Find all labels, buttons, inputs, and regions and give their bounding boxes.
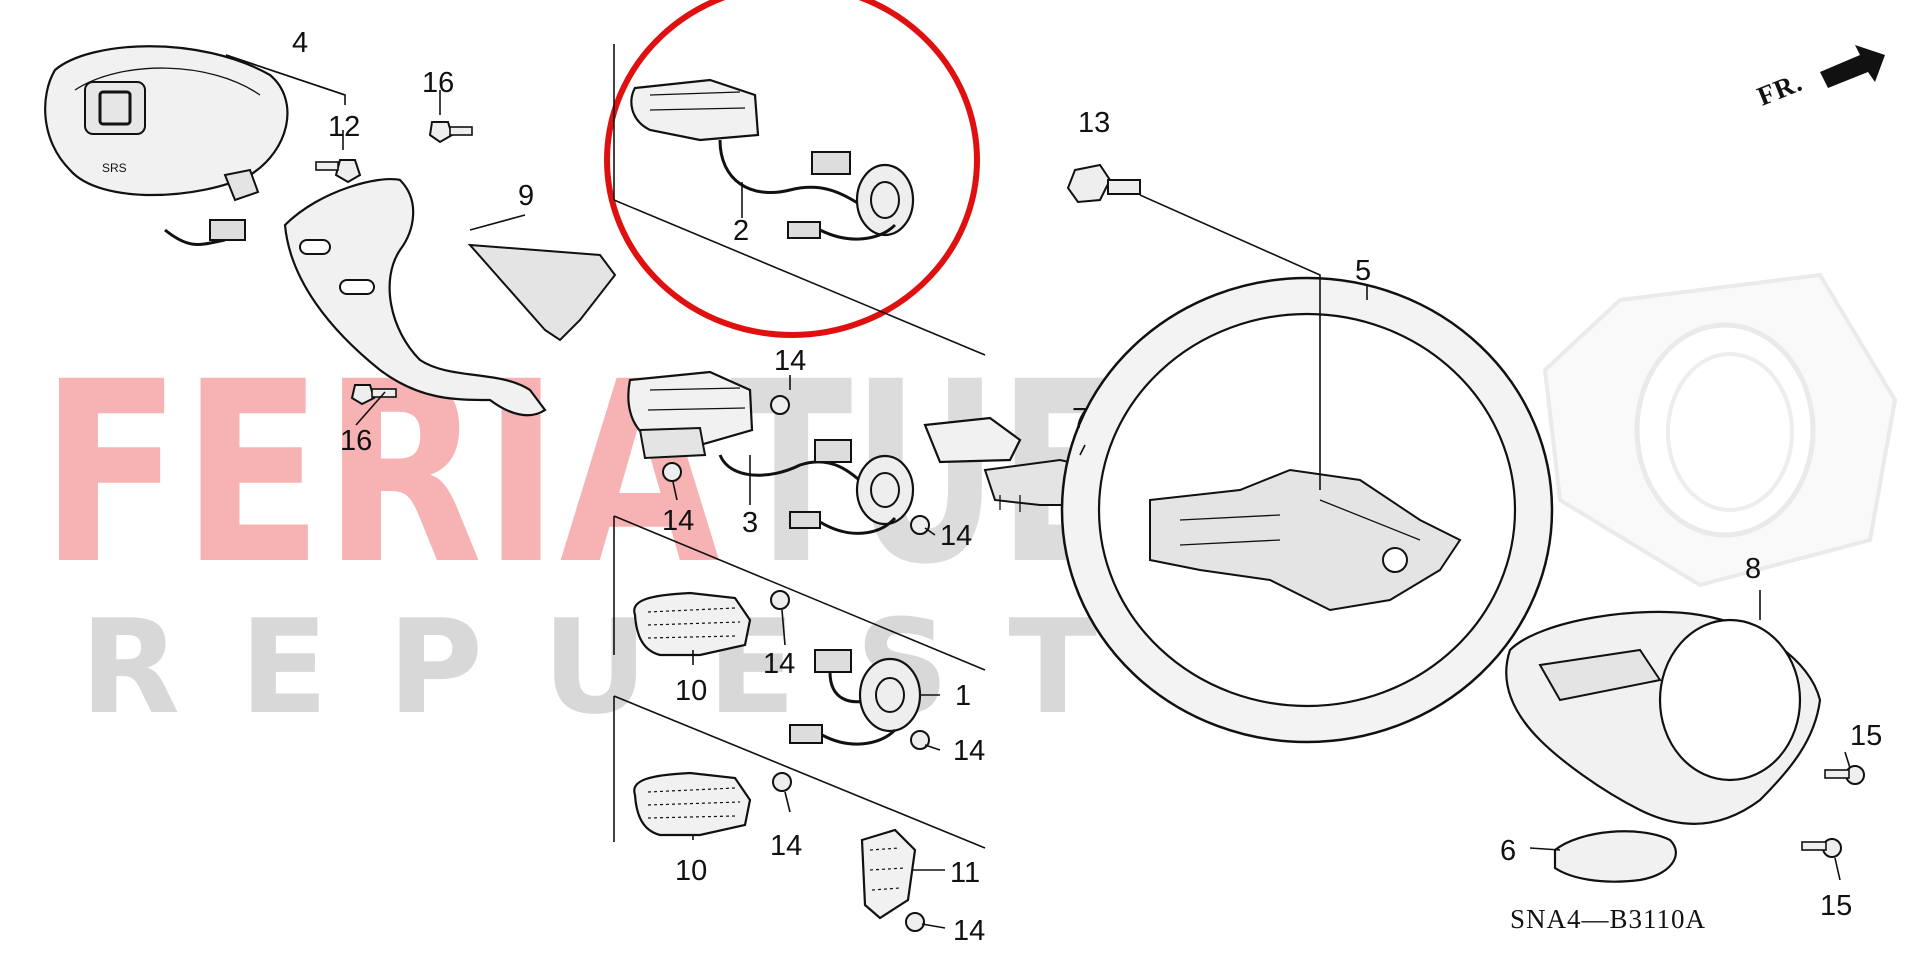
callout-16-lower: 16 — [340, 425, 372, 457]
callout-13: 13 — [1078, 107, 1110, 139]
callout-15-upper: 15 — [1850, 720, 1882, 752]
screw-15-upper-icon[interactable] — [1824, 765, 1865, 785]
watermark-feria: FERIA — [40, 328, 720, 619]
cable-reel-part-1[interactable] — [789, 649, 922, 746]
front-label: FR. — [1753, 67, 1807, 112]
callout-10-lower: 10 — [675, 855, 707, 887]
airbag-module-part[interactable]: SRS — [44, 45, 289, 246]
highlight-circle — [604, 0, 980, 338]
steering-wheel-part-5[interactable] — [1060, 276, 1554, 744]
back-cover-part[interactable] — [283, 178, 617, 417]
front-arrow-icon — [1820, 45, 1885, 88]
switch-assembly-part-2[interactable] — [630, 78, 915, 241]
screw-16-upper-icon[interactable] — [428, 121, 473, 144]
callout-10-upper: 10 — [675, 675, 707, 707]
callout-16-upper: 16 — [422, 67, 454, 99]
nut-watermark-icon — [1542, 272, 1898, 588]
callout-5: 5 — [1355, 255, 1371, 287]
screw-14-a-icon[interactable] — [770, 395, 790, 415]
callout-9: 9 — [518, 180, 534, 212]
callout-14-b: 14 — [662, 505, 694, 537]
leader-lines — [225, 54, 1851, 929]
callout-11: 11 — [950, 857, 980, 889]
screw-14-b-icon[interactable] — [662, 462, 682, 482]
callout-6: 6 — [1500, 835, 1516, 867]
boundary-lines — [613, 44, 986, 849]
callout-3: 3 — [742, 507, 758, 539]
switch-part-10-upper[interactable] — [633, 591, 752, 657]
switch-part-11[interactable] — [860, 828, 917, 920]
cover-part-6[interactable] — [1553, 830, 1677, 883]
screw-14-e-icon[interactable] — [910, 730, 930, 750]
screw-14-f-icon[interactable] — [772, 772, 792, 792]
callout-14-f: 14 — [770, 830, 802, 862]
screw-14-c-icon[interactable] — [910, 515, 930, 535]
switch-part-10-lower[interactable] — [633, 771, 752, 837]
callout-15-lower: 15 — [1820, 890, 1852, 922]
callout-14-e: 14 — [953, 735, 985, 767]
diagram-code: SNA4—B3110A — [1510, 904, 1706, 934]
callout-14-c: 14 — [940, 520, 972, 552]
callout-1: 1 — [955, 680, 971, 712]
callout-14-d: 14 — [763, 648, 795, 680]
screw-12-icon[interactable] — [315, 159, 362, 184]
callout-14-a: 14 — [774, 345, 806, 377]
callout-8: 8 — [1745, 553, 1761, 585]
callout-12: 12 — [328, 111, 360, 143]
callout-labels: 4 12 16 9 16 2 14 14 3 14 7 13 5 14 10 1… — [292, 27, 1882, 947]
screw-14-d-icon[interactable] — [770, 590, 790, 610]
switch-assembly-part-3[interactable] — [627, 370, 915, 535]
callout-4: 4 — [292, 27, 308, 59]
callout-7: 7 — [1072, 403, 1088, 435]
callout-14-g: 14 — [953, 915, 985, 947]
bolt-part-13[interactable] — [1066, 163, 1141, 204]
front-direction-indicator: FR. — [1753, 45, 1885, 112]
screw-14-g-icon[interactable] — [905, 912, 925, 932]
screw-15-lower-icon[interactable] — [1801, 838, 1842, 858]
callout-2: 2 — [733, 215, 749, 247]
svg-text:SRS: SRS — [102, 161, 127, 175]
lower-cover-part-8[interactable] — [1505, 610, 1822, 825]
